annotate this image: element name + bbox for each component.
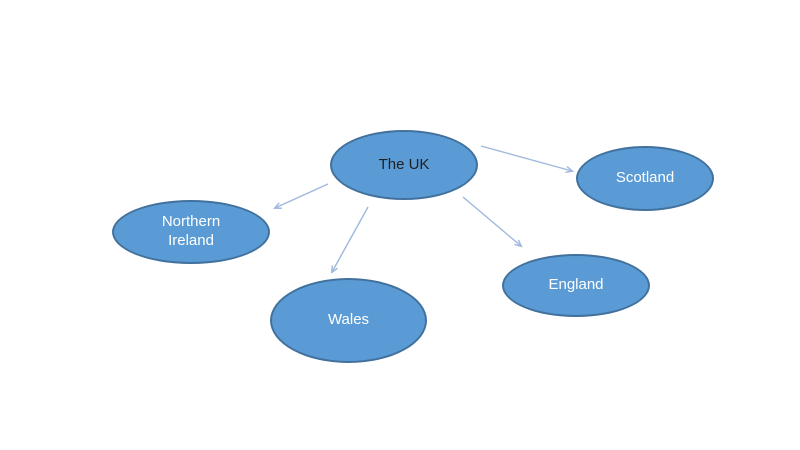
node-england: England	[502, 254, 650, 317]
node-northern-ireland: Northern Ireland	[112, 200, 270, 264]
node-scotland: Scotland	[576, 146, 714, 211]
node-scotland-label: Scotland	[615, 169, 675, 187]
arrow-uk-to-scotland	[480, 145, 572, 171]
node-the-uk-label: The UK	[378, 155, 430, 173]
node-wales: Wales	[270, 278, 427, 363]
arrow-uk-to-northern-ireland	[275, 183, 329, 208]
arrow-uk-to-wales	[332, 206, 369, 272]
node-northern-ireland-label: Northern Ireland	[161, 213, 221, 249]
arrow-uk-to-england	[462, 196, 521, 246]
node-england-label: England	[548, 276, 604, 294]
node-the-uk: The UK	[330, 130, 478, 200]
node-wales-label: Wales	[327, 311, 370, 329]
